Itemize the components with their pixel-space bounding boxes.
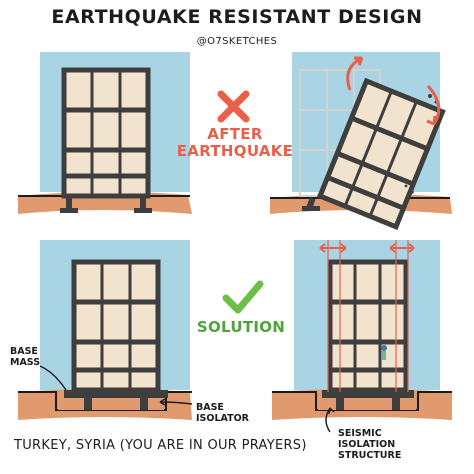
seismic-isolation-pointer (325, 407, 331, 433)
check-icon (222, 280, 264, 314)
broken-foundation (306, 197, 316, 209)
cross-icon (217, 90, 250, 123)
solution-label: SOLUTION (196, 318, 286, 336)
diagram-title: EARTHQUAKE RESISTANT DESIGN (51, 6, 423, 28)
sway-arrows (319, 243, 415, 253)
person-figure (381, 345, 387, 360)
author-handle: @O7SKETCHES (196, 36, 278, 47)
building-frame (71, 259, 161, 393)
base-isolator-label: BASE ISOLATOR (196, 402, 249, 424)
foundation-right (140, 196, 146, 210)
panel-seismic-isolation (272, 240, 452, 433)
panel-damaged-building (270, 52, 452, 230)
footer-message: TURKEY, SYRIA (YOU ARE IN OUR PRAYERS) (14, 438, 307, 453)
building-frame (327, 259, 409, 393)
panel-base-isolated-building (18, 240, 193, 420)
building-frame (61, 67, 151, 199)
base-isolator-pointer (159, 401, 193, 405)
base-mass-slab (64, 390, 168, 398)
panel-original-building (18, 52, 192, 214)
seismic-isolation-label: SEISMIC ISOLATION STRUCTURE (338, 428, 402, 461)
isolation-slab (322, 390, 414, 398)
base-mass-pointer (39, 365, 67, 391)
base-mass-label: BASE MASS (10, 346, 41, 368)
base-isolator-pad (84, 398, 92, 410)
tilted-building-frame (316, 77, 446, 230)
foundation-left (66, 196, 72, 210)
base-isolator-pad (140, 398, 148, 410)
shake-arrow-left (346, 56, 363, 91)
after-earthquake-label: AFTER EARTHQUAKE (176, 125, 294, 160)
